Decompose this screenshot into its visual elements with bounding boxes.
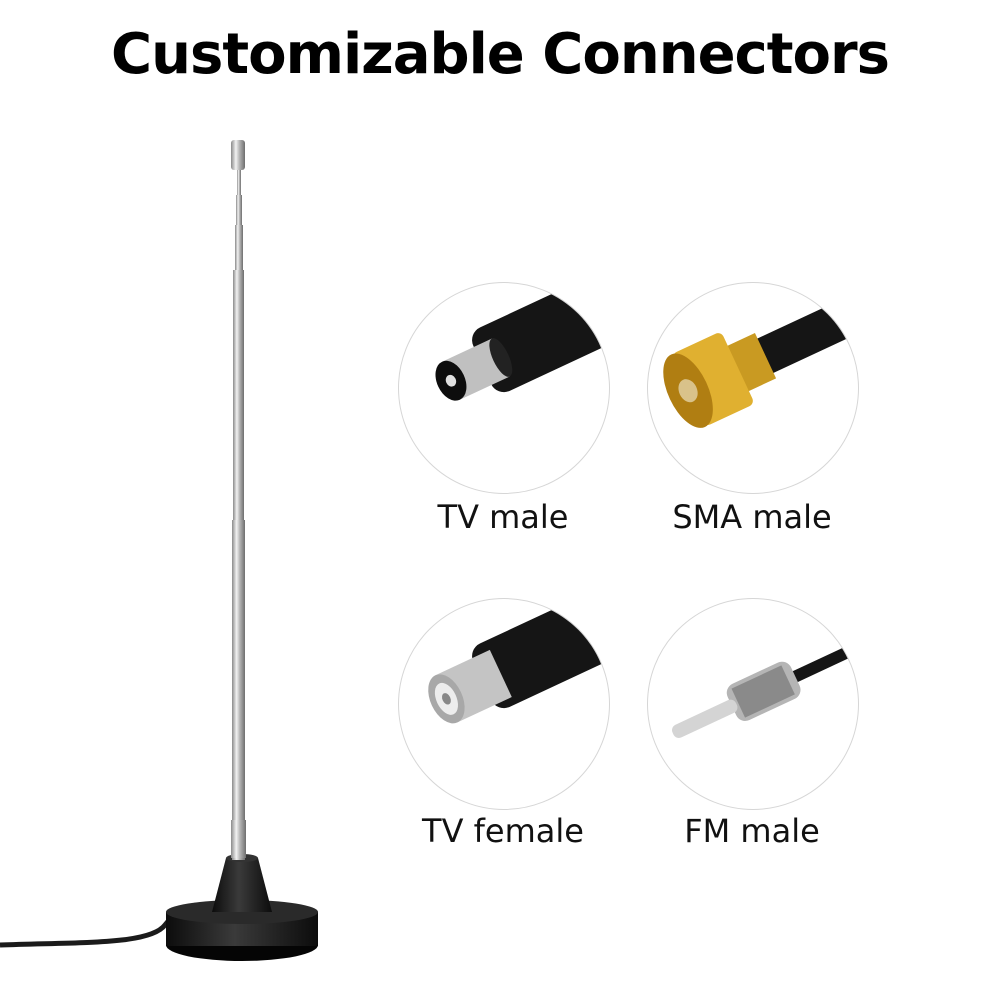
fm-male-label: FM male [684, 812, 820, 850]
tv-female-connector-icon [428, 599, 609, 724]
sma-male-connector-image [647, 282, 859, 494]
tv-female-label: TV female [422, 812, 584, 850]
fm-male-connector-image [647, 598, 859, 810]
sma-male-label: SMA male [672, 498, 832, 536]
sma-male-connector-icon [663, 295, 858, 428]
tv-male-label: TV male [437, 498, 569, 536]
tv-male-connector-icon [435, 283, 609, 401]
tv-female-connector-image [398, 598, 610, 810]
fm-male-connector-icon [672, 635, 858, 738]
page-title: Customizable Connectors [111, 22, 890, 87]
tv-male-connector-image [398, 282, 610, 494]
